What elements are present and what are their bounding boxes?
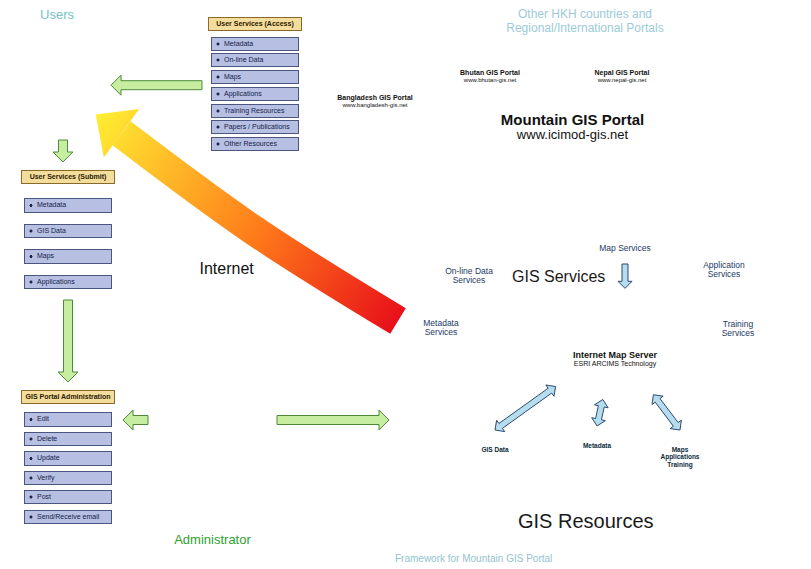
box-heading: User Services (Access) bbox=[208, 17, 302, 31]
box-heading: User Services (Submit) bbox=[21, 170, 115, 184]
list-item: Maps bbox=[211, 70, 299, 84]
server-name: Internet Map Server bbox=[573, 350, 657, 360]
internet-arrow bbox=[96, 109, 398, 321]
band-label: GIS Resources bbox=[518, 510, 654, 533]
database-cylinder: Metadata bbox=[572, 428, 622, 483]
portal-cloud: Nepal GIS Portalwww.nepal-gis.net bbox=[548, 52, 696, 100]
list-item: Applications bbox=[24, 275, 112, 289]
portal-url: www.icimod-gis.net bbox=[517, 128, 628, 143]
database-name: GIS Data bbox=[481, 446, 508, 453]
figure-label: Users bbox=[40, 8, 74, 23]
service-ellipse: Map Services bbox=[580, 236, 670, 262]
region-note: Other HKH countries and Regional/Interna… bbox=[470, 8, 700, 36]
database-name: Metadata bbox=[583, 442, 611, 449]
list-item: Edit bbox=[24, 412, 112, 426]
panel-ground bbox=[390, 45, 800, 548]
service-list-box: User Services (Submit) MetadataGIS DataMa… bbox=[18, 165, 118, 295]
service-name: Map Services bbox=[599, 244, 651, 253]
service-name: Training Services bbox=[707, 320, 769, 339]
ellipse-shape bbox=[525, 290, 705, 398]
portal-url: www.bhutan-gis.net bbox=[464, 77, 516, 84]
list-item: Training Resources bbox=[211, 104, 299, 118]
flow-arrow bbox=[495, 385, 556, 432]
figure-caption: Framework for Mountain GIS Portal bbox=[395, 553, 552, 565]
list-item: Delete bbox=[24, 432, 112, 446]
portal-url: www.nepal-gis.net bbox=[598, 77, 647, 84]
admin-figure: Administrator bbox=[150, 385, 275, 550]
server-computer-icon bbox=[588, 300, 647, 337]
cloud-shape bbox=[420, 48, 560, 104]
portal-name: Mountain GIS Portal bbox=[501, 111, 644, 128]
figure-label: Administrator bbox=[174, 533, 251, 548]
list-item: Update bbox=[24, 451, 112, 465]
list-item: Verify bbox=[24, 471, 112, 485]
flow-arrow bbox=[58, 300, 78, 382]
server-tech: ESRI ARCIMS Technology bbox=[574, 360, 656, 368]
list-item: Other Resources bbox=[211, 137, 299, 151]
service-ellipse: On-line Data Services bbox=[430, 254, 508, 298]
service-ellipse: Training Services bbox=[700, 310, 776, 348]
list-item: Applications bbox=[211, 87, 299, 101]
flow-arrow bbox=[123, 410, 148, 430]
box-outline bbox=[205, 12, 305, 157]
service-ellipse: Metadata Services bbox=[405, 310, 477, 346]
list-item: GIS Data bbox=[24, 224, 112, 238]
portal-name: Bangladesh GIS Portal bbox=[337, 94, 412, 102]
list-item: Send/Receive email bbox=[24, 510, 112, 524]
service-name: On-line Data Services bbox=[437, 267, 501, 286]
database-cylinder: Maps Applications Training bbox=[655, 432, 705, 494]
cylinder-shape bbox=[572, 428, 622, 483]
box-heading: GIS Portal Administration bbox=[21, 390, 115, 404]
portal-url: www.bangladesh-gis.net bbox=[342, 102, 407, 109]
list-item: On-line Data bbox=[211, 53, 299, 67]
list-item: Maps bbox=[24, 249, 112, 263]
list-item: Metadata bbox=[24, 198, 112, 212]
service-name: Application Services bbox=[692, 261, 756, 280]
flow-arrow bbox=[652, 395, 681, 430]
flow-arrow bbox=[592, 399, 608, 426]
database-cylinder: GIS Data bbox=[470, 432, 520, 490]
signal-mark bbox=[722, 24, 736, 44]
portal-name: Nepal GIS Portal bbox=[595, 69, 650, 77]
signal-mark bbox=[733, 17, 747, 37]
portal-cloud: Bhutan GIS Portalwww.bhutan-gis.net bbox=[420, 48, 560, 104]
user-illustration bbox=[24, 52, 102, 121]
ellipse-shape bbox=[4, 6, 110, 138]
list-item: Papers / Publications bbox=[211, 120, 299, 134]
portal-cloud: Mountain GIS Portalwww.icimod-gis.net bbox=[395, 85, 750, 230]
service-band: GIS Resources GIS Data MetadataMaps Applic… bbox=[392, 374, 796, 544]
band-label: GIS Services bbox=[512, 268, 605, 286]
edge-label: Internet bbox=[198, 260, 256, 278]
flow-arrow bbox=[53, 140, 73, 162]
list-item: Metadata bbox=[211, 37, 299, 51]
user-figure: Users bbox=[4, 6, 110, 138]
cloud-shape bbox=[395, 85, 750, 230]
cylinder-shape bbox=[470, 432, 520, 490]
cloud-shape bbox=[305, 75, 445, 127]
portal-name: Bhutan GIS Portal bbox=[460, 69, 520, 77]
flow-arrow bbox=[277, 410, 389, 430]
flow-arrow bbox=[111, 75, 202, 95]
service-list-box: User Services (Access) MetadataOn-line Da… bbox=[205, 12, 305, 157]
database-name: Maps Applications Training bbox=[657, 446, 703, 468]
map-server: Internet Map ServerESRI ARCIMS Technolog… bbox=[525, 290, 705, 398]
service-ellipse: Application Services bbox=[685, 250, 763, 290]
cloud-shape bbox=[548, 52, 696, 100]
flow-arrow bbox=[618, 264, 632, 288]
service-name: Metadata Services bbox=[412, 319, 470, 338]
portal-cloud: Bangladesh GIS Portalwww.bangladesh-gis.… bbox=[305, 75, 445, 127]
administrator-illustration bbox=[158, 395, 268, 516]
service-list-box: GIS Portal AdministrationEditDeleteUpdat… bbox=[18, 385, 118, 530]
list-item: Post bbox=[24, 490, 112, 504]
